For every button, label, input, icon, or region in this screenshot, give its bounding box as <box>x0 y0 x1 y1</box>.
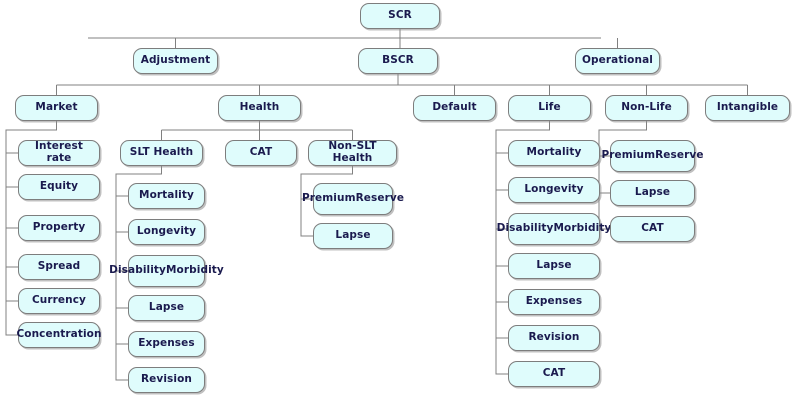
node-label-line: Revision <box>141 373 192 386</box>
node-life-lapse[interactable]: Lapse <box>508 253 600 279</box>
node-mkt-property[interactable]: Property <box>18 215 100 241</box>
node-label-line: Lapse <box>148 301 185 314</box>
node-default[interactable]: Default <box>413 95 496 121</box>
node-label-line: CAT <box>542 367 566 380</box>
node-slt-revision[interactable]: Revision <box>128 367 205 393</box>
node-mkt-equity[interactable]: Equity <box>18 174 100 200</box>
node-label-line: Adjustment <box>140 54 211 67</box>
node-label-line: Lapse <box>335 229 371 242</box>
node-label-line: Health <box>239 101 280 114</box>
node-label-line: Revision <box>528 331 580 344</box>
node-life-revision[interactable]: Revision <box>508 325 600 351</box>
node-label-line: Operational <box>582 54 653 67</box>
node-label-line: Morbidity <box>553 222 612 235</box>
node-slt-longevity[interactable]: Longevity <box>128 219 205 245</box>
node-nl-lapse[interactable]: Lapse <box>610 180 695 206</box>
node-health-cat[interactable]: CAT <box>225 140 297 166</box>
node-nonslt-lapse[interactable]: Lapse <box>313 223 393 249</box>
node-label-line: Interest rate <box>35 140 83 164</box>
node-adjustment[interactable]: Adjustment <box>133 48 218 74</box>
node-label-line: Property <box>32 221 86 234</box>
node-label-line: CAT <box>641 222 664 235</box>
node-life[interactable]: Life <box>508 95 591 121</box>
node-label-line: Concentration <box>16 328 102 341</box>
node-slt-expenses[interactable]: Expenses <box>128 331 205 357</box>
node-mkt-spread[interactable]: Spread <box>18 254 100 280</box>
node-label-line: Longevity <box>524 183 584 196</box>
node-label-line: SLT Health <box>129 146 194 159</box>
node-label-line: Default <box>432 101 477 114</box>
node-life-cat[interactable]: CAT <box>508 361 600 387</box>
node-label-line: Equity <box>39 180 79 193</box>
node-label-line: Intangible <box>716 101 779 114</box>
node-label-line: CAT <box>249 146 273 159</box>
node-label-line: Spread <box>37 260 81 273</box>
node-label-line: Mortality <box>139 189 194 202</box>
node-label-line: BSCR <box>382 54 414 67</box>
node-label-line: Disability <box>109 264 166 277</box>
node-label-line: Lapse <box>634 186 671 199</box>
node-life-longevity[interactable]: Longevity <box>508 177 600 203</box>
node-label-line: Non-Life <box>621 101 672 114</box>
node-label-line: Reserve <box>655 149 704 162</box>
node-label-line: Lapse <box>536 259 572 272</box>
node-scr[interactable]: SCR <box>360 3 440 29</box>
node-label-line: Market <box>35 101 78 114</box>
node-label-line: Disability <box>496 222 554 235</box>
node-operational[interactable]: Operational <box>575 48 660 74</box>
node-label-line: Premium <box>301 192 356 205</box>
node-mkt-interest[interactable]: Interest rate <box>18 140 100 166</box>
node-label-line: Expenses <box>525 295 583 308</box>
node-life-mortality[interactable]: Mortality <box>508 140 600 166</box>
node-label-line: Currency <box>31 294 86 307</box>
node-label-line: Longevity <box>136 225 197 238</box>
node-life-expenses[interactable]: Expenses <box>508 289 600 315</box>
node-market[interactable]: Market <box>15 95 98 121</box>
node-label-line: Expenses <box>138 337 195 350</box>
node-slt-mortality[interactable]: Mortality <box>128 183 205 209</box>
node-label-line: SCR <box>388 9 412 22</box>
node-label-line: Life <box>538 101 561 114</box>
node-slt-health[interactable]: SLT Health <box>120 140 203 166</box>
node-intangible[interactable]: Intangible <box>705 95 790 121</box>
node-label-line: Premium <box>601 149 656 162</box>
node-label-line: Morbidity <box>166 264 224 277</box>
node-bscr[interactable]: BSCR <box>358 48 438 74</box>
node-nl-cat[interactable]: CAT <box>610 216 695 242</box>
node-nonslt-health[interactable]: Non-SLT Health <box>308 140 397 166</box>
node-label-line: Mortality <box>526 146 582 159</box>
node-slt-lapse[interactable]: Lapse <box>128 295 205 321</box>
node-label-line: Non-SLT Health <box>328 140 377 164</box>
node-mkt-currency[interactable]: Currency <box>18 288 100 314</box>
node-health[interactable]: Health <box>218 95 301 121</box>
node-nonlife[interactable]: Non-Life <box>605 95 688 121</box>
node-label-line: Reserve <box>355 192 405 205</box>
node-mkt-concentration[interactable]: Concentration <box>16 322 102 348</box>
